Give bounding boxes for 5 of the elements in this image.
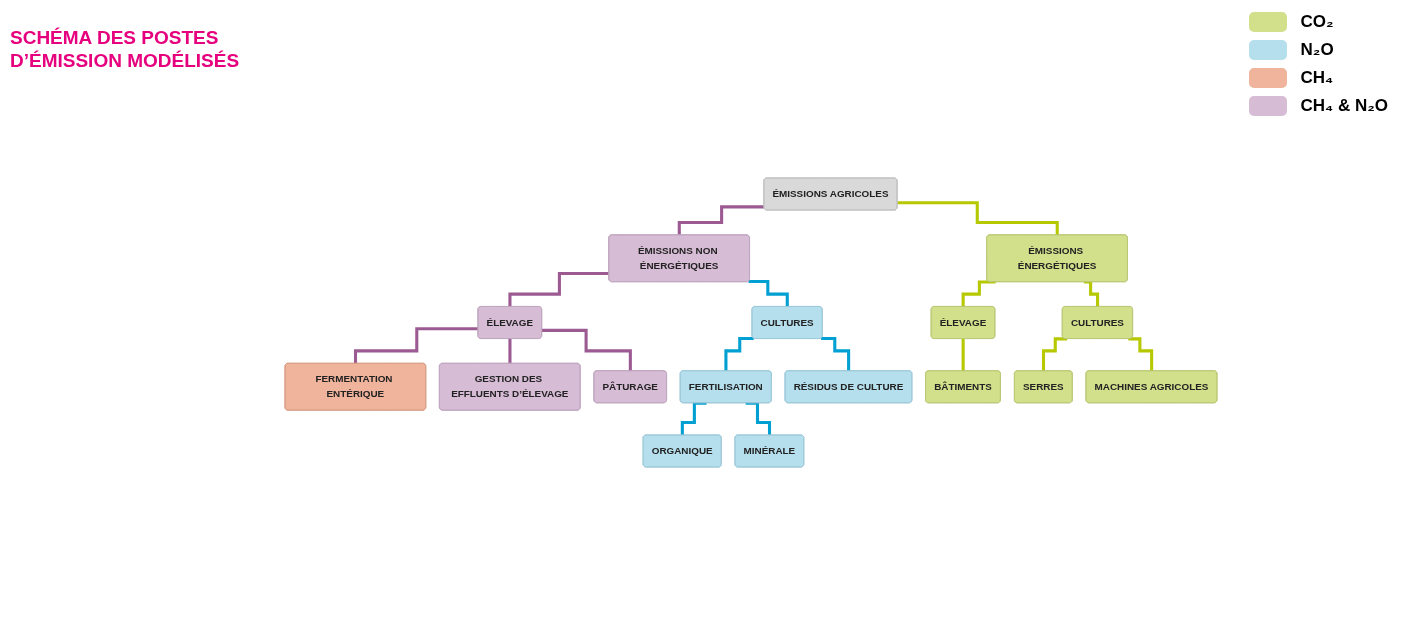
legend-label: CH₄	[1300, 68, 1334, 88]
legend-label: CH₄ & N₂O	[1300, 96, 1388, 116]
legend-label: CO₂	[1300, 12, 1334, 32]
legend-label: N₂O	[1300, 40, 1334, 60]
diagram-title: SCHÉMA DES POSTES D’ÉMISSION MODÉLISÉS	[10, 26, 241, 72]
